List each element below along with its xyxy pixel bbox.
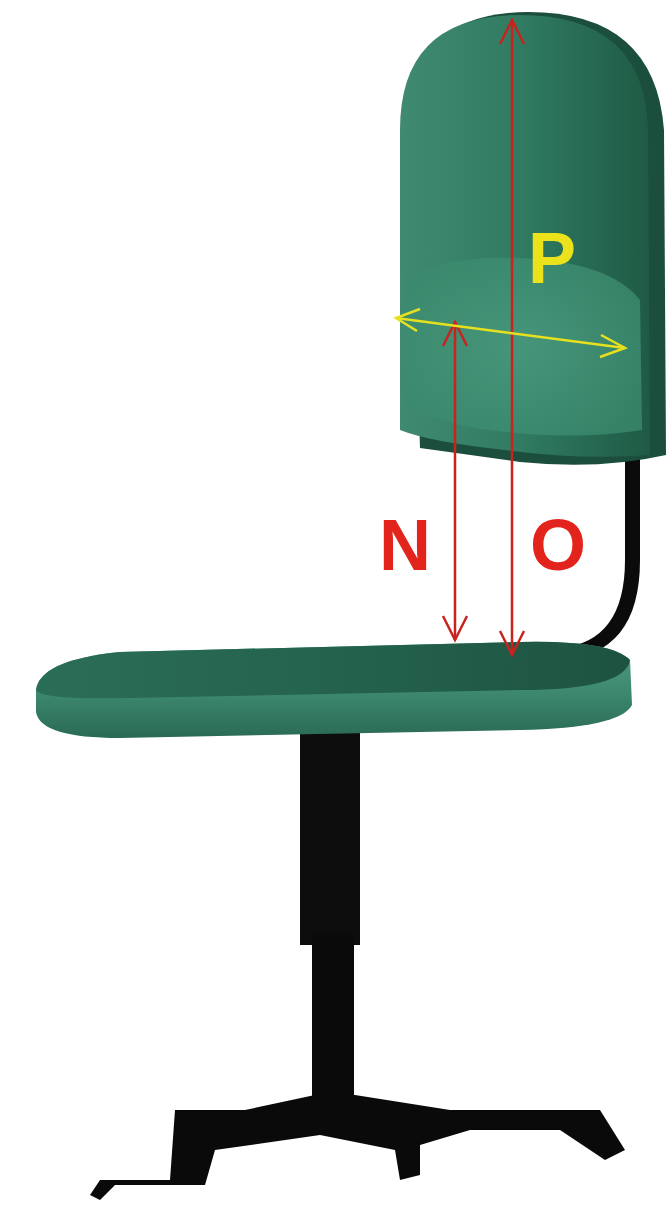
width-label: P [528,222,576,294]
gas-column [300,725,360,945]
height-label: N [379,509,431,581]
height-label: O [530,509,586,581]
gas-column-lower [312,935,354,1110]
dimension-p [396,309,625,357]
backrest [400,15,650,457]
chair-base [90,1095,625,1200]
dimension-o [500,20,524,655]
dimension-n [443,322,467,640]
seat-edge [36,642,632,738]
seat-top [36,642,630,699]
